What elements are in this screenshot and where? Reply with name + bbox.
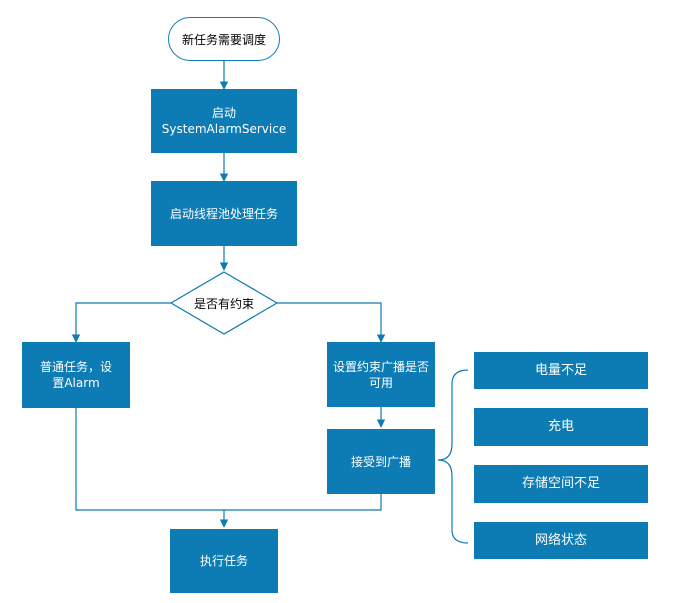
decision-diamond	[169, 271, 279, 335]
thread-pool-label: 启动线程池处理任务	[169, 206, 278, 221]
connector-normal-merge	[75, 408, 224, 511]
normal-task-box: 普通任务，设置Alarm	[22, 342, 130, 408]
constraint-broadcast-label: 设置约束广播是否可用	[332, 359, 429, 390]
normal-task-label: 普通任务，设置Alarm	[39, 360, 112, 390]
constraint-broadcast-box: 设置约束广播是否可用	[327, 342, 435, 407]
start-service-box: 启动SystemAlarmService	[151, 89, 297, 153]
constraint-item-label: 网络状态	[534, 532, 587, 548]
constraint-item-label: 电量不足	[534, 362, 587, 378]
constraint-item-storage: 存储空间不足	[474, 465, 648, 503]
thread-pool-box: 启动线程池处理任务	[151, 181, 297, 246]
execute-box: 执行任务	[170, 529, 278, 593]
constraint-item-label: 存储空间不足	[521, 476, 600, 491]
start-service-label: 启动SystemAlarmService	[161, 106, 287, 136]
constraint-item-charging: 充电	[474, 408, 648, 446]
connector-receive-merge	[224, 494, 382, 511]
receive-broadcast-label: 接受到广播	[350, 454, 411, 469]
constraint-item-label: 充电	[547, 419, 574, 434]
decision-label: 是否有约束	[193, 296, 254, 311]
execute-label: 执行任务	[199, 554, 248, 568]
constraints-brace	[437, 369, 469, 544]
receive-broadcast-box: 接受到广播	[327, 429, 435, 494]
start-label: 新任务需要调度	[181, 32, 266, 47]
constraint-item-battery: 电量不足	[474, 352, 648, 389]
start-terminal: 新任务需要调度	[168, 17, 280, 61]
constraint-item-network: 网络状态	[474, 522, 648, 559]
connector-decision-constraint	[277, 302, 386, 343]
connector-decision-normal	[71, 302, 171, 343]
decision-label-wrap: 是否有约束	[171, 290, 277, 316]
